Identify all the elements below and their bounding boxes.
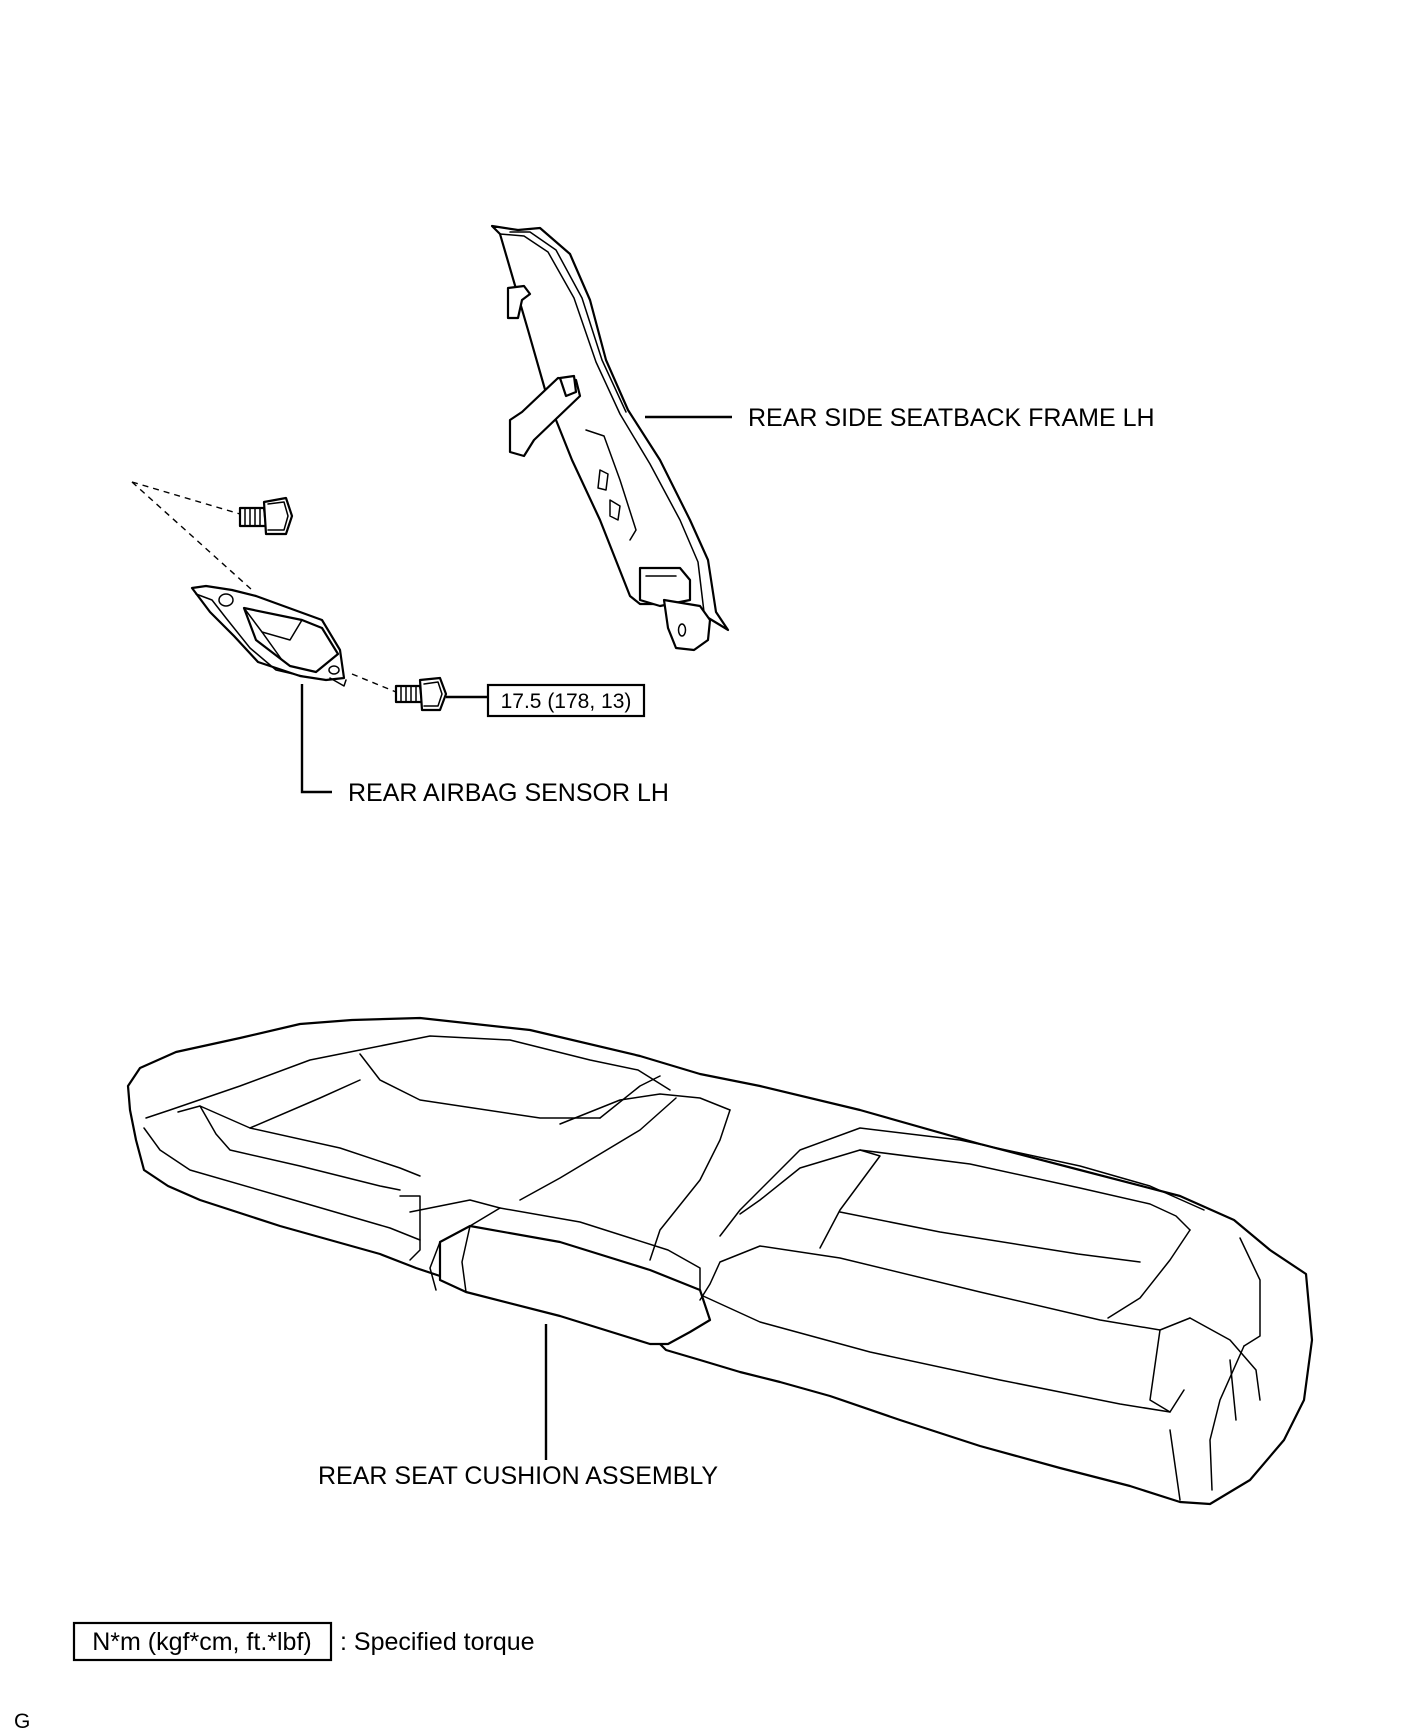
seat-cushion-part [126, 1016, 1314, 1506]
legend-unit-text: N*m (kgf*cm, ft.*lbf) [92, 1628, 311, 1656]
legend-description: : Specified torque [340, 1628, 535, 1656]
alignment-dash-lines [131, 481, 397, 693]
lower-bolt-icon [394, 676, 448, 712]
torque-box [486, 683, 646, 718]
legend-unit-box [72, 1621, 333, 1662]
upper-bolt-icon [238, 496, 294, 536]
seatback-frame-label: REAR SIDE SEATBACK FRAME LH [748, 404, 1155, 432]
airbag-sensor-label: REAR AIRBAG SENSOR LH [348, 779, 669, 807]
airbag-sensor-part [190, 584, 347, 687]
corner-mark: G [14, 1710, 30, 1733]
seat-cushion-label: REAR SEAT CUSHION ASSEMBLY [318, 1462, 718, 1490]
torque-value: 17.5 (178, 13) [501, 690, 632, 713]
seatback-frame-part [490, 224, 730, 652]
airbag-sensor-leader [300, 684, 332, 794]
